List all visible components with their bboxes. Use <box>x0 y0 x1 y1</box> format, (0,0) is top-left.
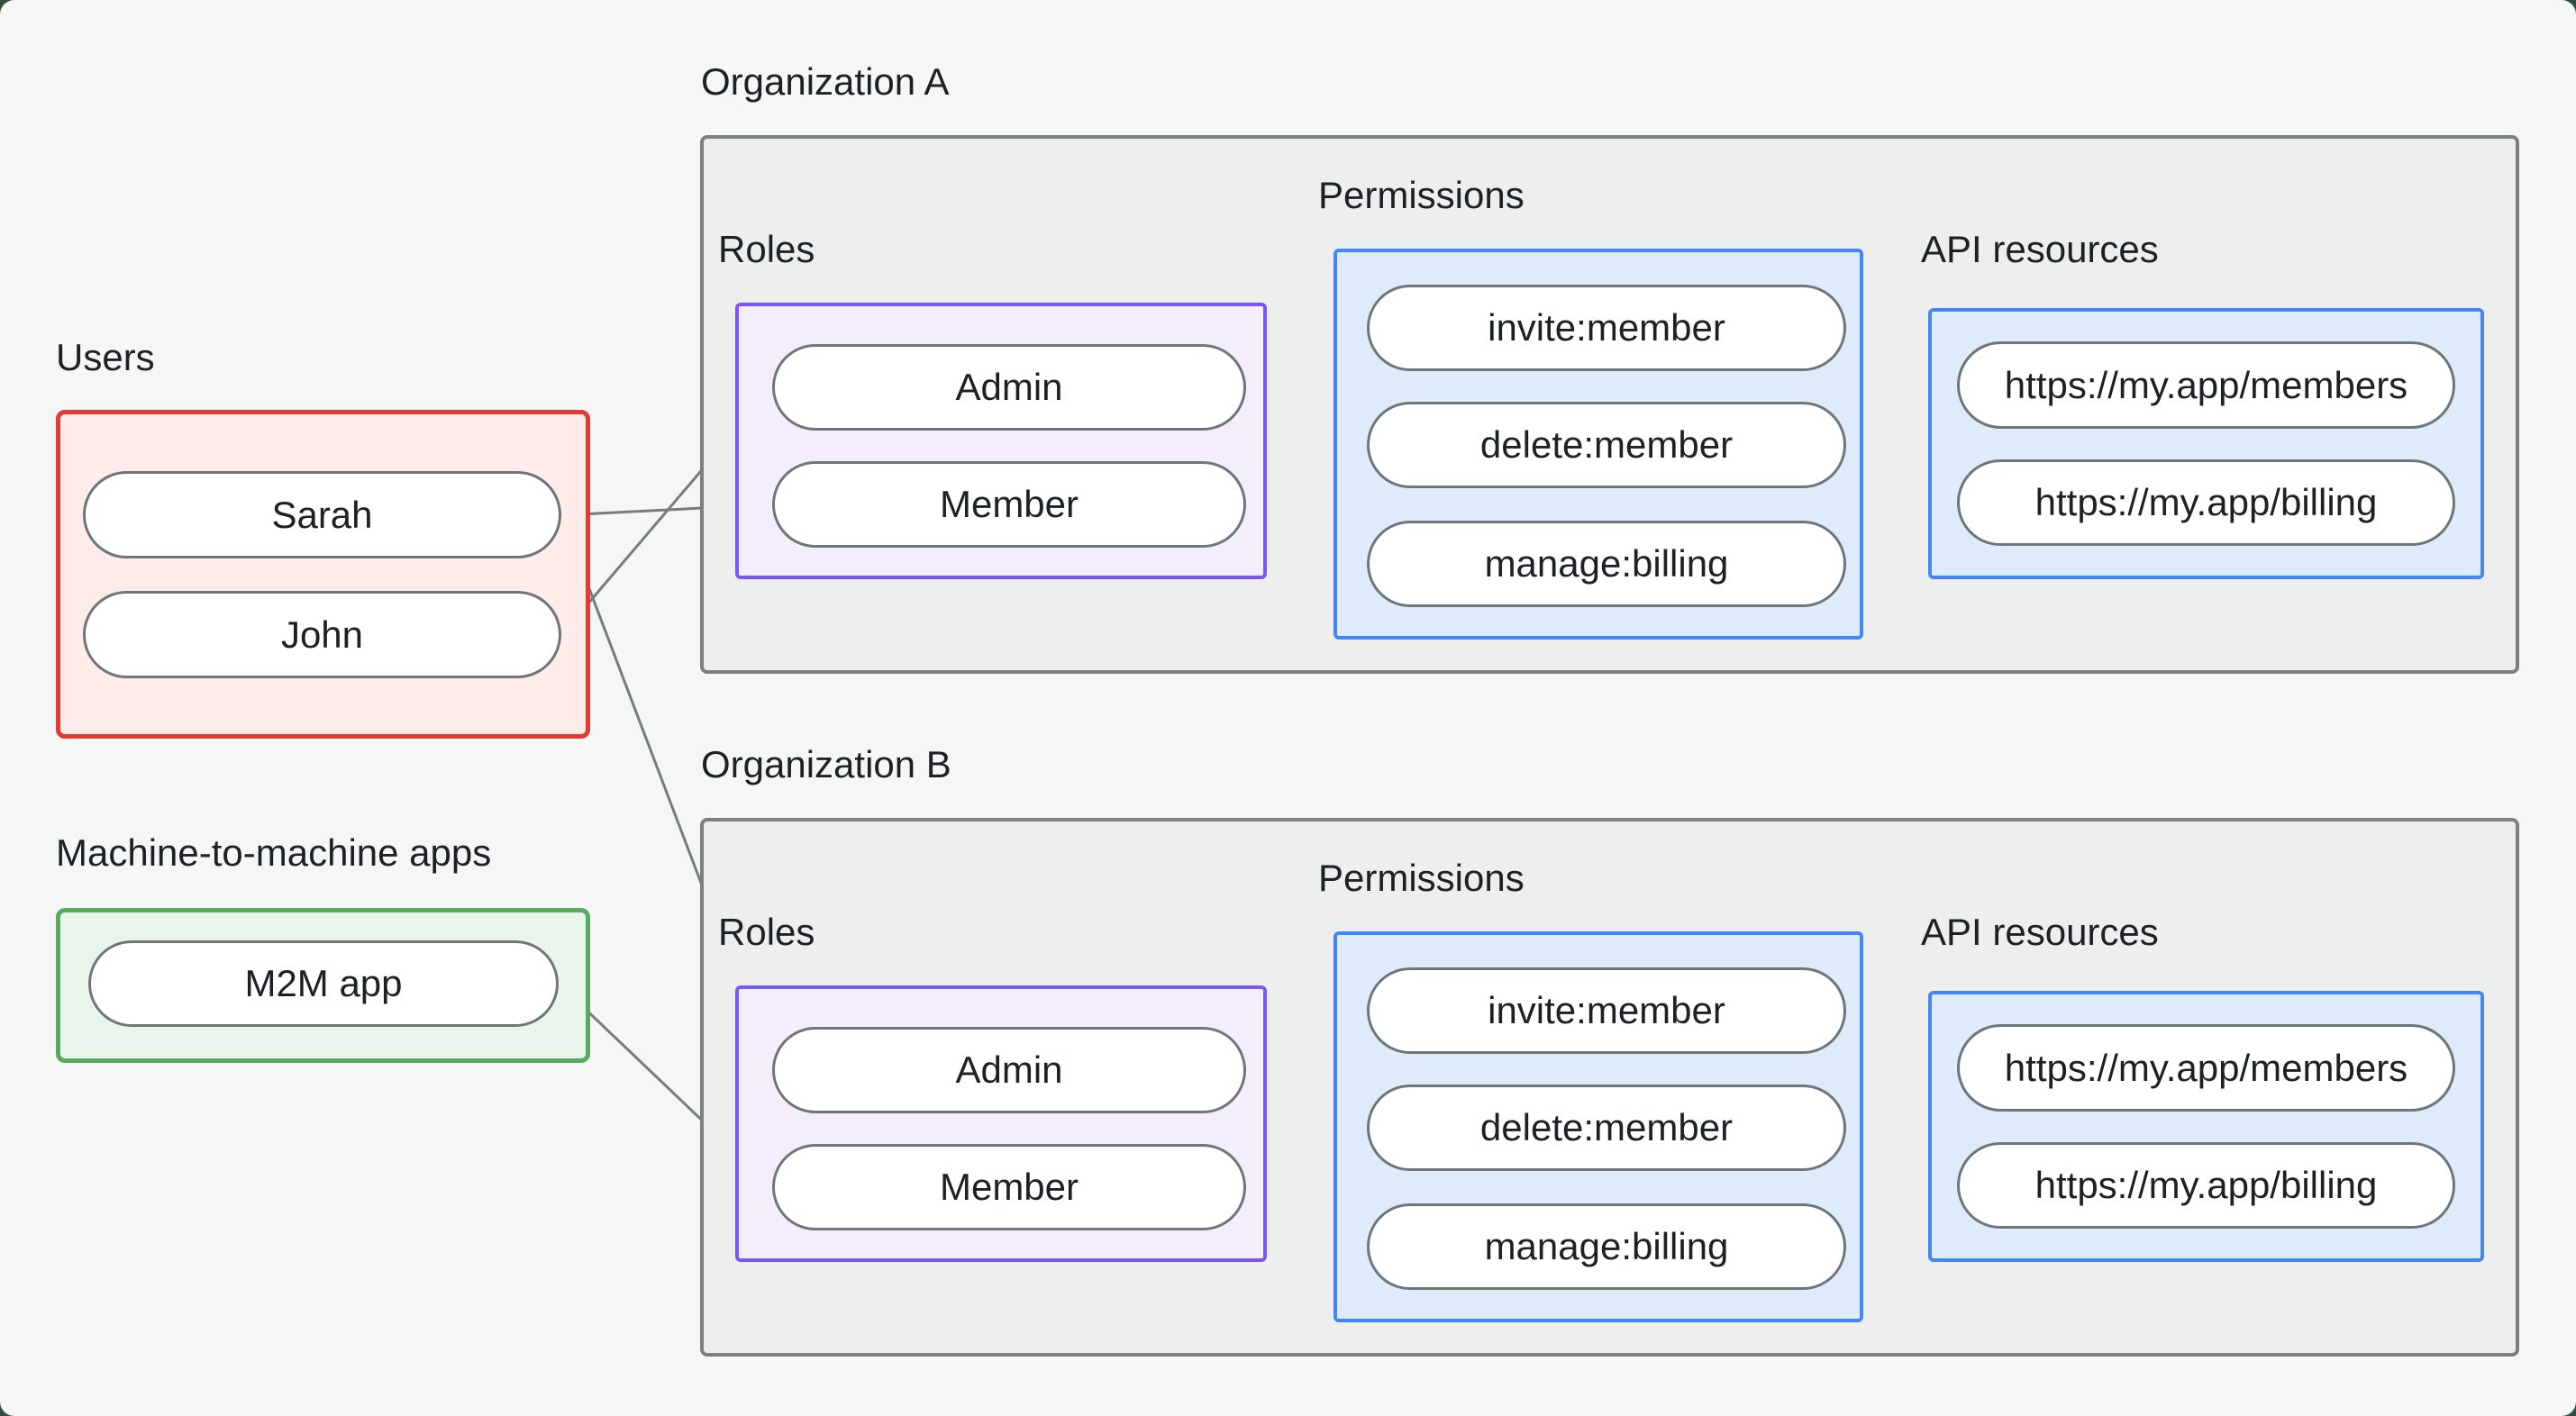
api-node-members: https://my.app/members <box>1957 1024 2455 1112</box>
api-node-members: https://my.app/members <box>1957 341 2455 429</box>
users-section-label: Users <box>56 336 155 378</box>
organization-title: Organization A <box>701 60 950 103</box>
roles-label: Roles <box>718 228 815 270</box>
permission-node-manage-billing: manage:billing <box>1367 1203 1846 1290</box>
user-node-sarah: Sarah <box>83 471 561 558</box>
api-resources-label: API resources <box>1921 911 2159 953</box>
role-node-admin: Admin <box>772 1027 1246 1113</box>
m2m-app-node: M2M app <box>88 940 559 1027</box>
permission-node-delete-member: delete:member <box>1367 1085 1846 1171</box>
roles-label: Roles <box>718 911 815 953</box>
permission-node-invite-member: invite:member <box>1367 967 1846 1054</box>
permission-node-invite-member: invite:member <box>1367 285 1846 371</box>
organization-title: Organization B <box>701 743 951 785</box>
api-node-billing: https://my.app/billing <box>1957 1142 2455 1229</box>
permissions-label: Permissions <box>1318 857 1525 899</box>
role-node-admin: Admin <box>772 344 1246 431</box>
m2m-section-label: Machine-to-machine apps <box>56 831 492 874</box>
permission-node-manage-billing: manage:billing <box>1367 521 1846 607</box>
user-node-john: John <box>83 591 561 678</box>
permission-node-delete-member: delete:member <box>1367 402 1846 488</box>
permissions-label: Permissions <box>1318 174 1525 216</box>
api-resources-label: API resources <box>1921 228 2159 270</box>
role-node-member: Member <box>772 461 1246 548</box>
api-node-billing: https://my.app/billing <box>1957 459 2455 546</box>
users-group-box <box>56 410 590 739</box>
role-node-member: Member <box>772 1144 1246 1230</box>
